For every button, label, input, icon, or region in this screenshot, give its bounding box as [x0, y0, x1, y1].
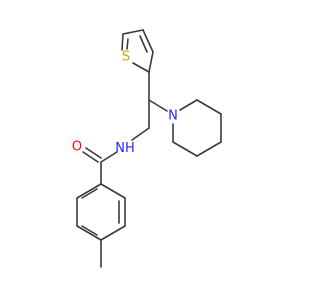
piperidine-ring: N — [168, 99, 222, 157]
n-ch2-bond — [131, 127, 150, 141]
oxygen-atom-label: O — [72, 140, 82, 155]
amide-group: O NH — [72, 127, 150, 163]
amide-nitrogen-label: NH — [115, 141, 135, 156]
piperidine-bond — [179, 99, 198, 111]
thiophene-bond — [122, 29, 144, 35]
thiophene-bond — [142, 29, 154, 53]
piperidine-bond — [196, 99, 222, 115]
piperidine-bond — [196, 141, 222, 157]
aromatic-double-bond — [81, 188, 98, 199]
carbonyl-double-bond — [82, 151, 99, 163]
molecule-structure-diagram: O NH S N — [0, 0, 300, 300]
background — [0, 0, 300, 300]
ch-piperidine-bond — [148, 99, 168, 112]
aromatic-double-bond — [81, 225, 98, 236]
carbonyl-double-bond-2 — [85, 147, 102, 159]
piperidine-bond — [172, 141, 198, 157]
thiophene-double-bond — [126, 38, 129, 50]
thiophene-ring: S — [121, 29, 154, 73]
sulfur-atom-label: S — [122, 50, 130, 65]
thiophene-bond — [121, 33, 124, 51]
aromatic-bond — [100, 225, 126, 241]
aromatic-bond — [100, 183, 126, 199]
piperidine-nitrogen-label: N — [168, 109, 178, 124]
amide-nitrogen-symbol: N — [115, 141, 125, 156]
ethyl-linker — [148, 71, 168, 129]
aromatic-bond — [76, 183, 102, 199]
thiophene-bond — [132, 62, 150, 73]
thiophene-double-bond — [139, 35, 148, 53]
aromatic-bond — [76, 225, 102, 241]
amide-cn-bond — [100, 151, 118, 163]
methylbenzoyl-group — [76, 161, 126, 268]
thiophene-bond — [148, 51, 154, 73]
amide-nitrogen-hydrogen: H — [125, 141, 135, 156]
